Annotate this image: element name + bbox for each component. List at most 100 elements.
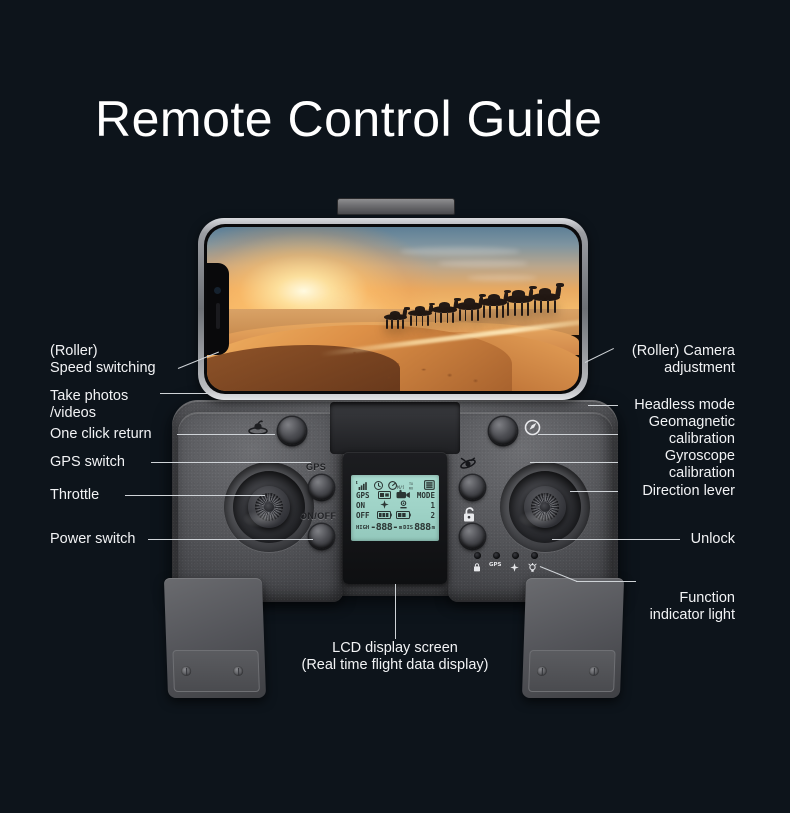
lcd-row: ON 1 xyxy=(356,500,435,512)
lcd-row: GPS MODE xyxy=(356,490,435,502)
lcd-cell: 1 xyxy=(430,501,435,510)
camel xyxy=(383,307,410,329)
cloud xyxy=(400,246,521,256)
joystick-cap[interactable] xyxy=(248,486,290,528)
svg-text:M/S: M/S xyxy=(397,485,404,490)
right-joystick[interactable] xyxy=(500,462,590,552)
joystick-cap[interactable] xyxy=(524,486,566,528)
height-label: HIGH xyxy=(356,524,370,531)
cloud xyxy=(467,274,538,281)
label-one-click-return: One click return xyxy=(50,426,152,442)
svg-text:RX: RX xyxy=(409,486,414,490)
leader-geomagnetic xyxy=(538,434,618,435)
gps-icon: GPS xyxy=(489,562,502,568)
leader-throttle xyxy=(125,495,265,496)
leader-lcd-display xyxy=(395,584,396,639)
earpiece-speaker xyxy=(216,303,220,329)
led-compass xyxy=(512,552,519,559)
leader-unlock xyxy=(552,539,680,540)
label-speed-switching: (Roller) Speed switching xyxy=(50,343,156,376)
led-light xyxy=(531,552,538,559)
label-take-photos: Take photos /videos xyxy=(50,388,129,421)
label-lcd-display: LCD display screen (Real time flight dat… xyxy=(301,640,489,673)
unlock-button[interactable] xyxy=(460,524,485,549)
leader-function-indicator-b xyxy=(576,581,636,582)
leader-gps-switch xyxy=(151,462,311,463)
camel xyxy=(504,285,537,316)
phone-cradle xyxy=(330,402,460,454)
led-gps xyxy=(493,552,500,559)
gps-sat-icon xyxy=(394,500,413,512)
label-camera-adjustment: (Roller) Camera adjustment xyxy=(631,343,735,376)
lcd-row: OFF 2 xyxy=(356,510,435,522)
page-title: Remote Control Guide xyxy=(95,91,603,147)
compass-icon xyxy=(510,563,519,574)
distance-unit: m xyxy=(431,524,435,531)
height-value: -888- xyxy=(370,522,398,533)
label-function-indicator: Function indicator light xyxy=(649,590,735,623)
light-bulb-icon xyxy=(528,562,537,575)
gps-button-label: GPS xyxy=(306,462,327,472)
battery-rc-icon xyxy=(375,510,394,522)
gyroscope-icon xyxy=(458,455,478,477)
lcd-bottom-row: HIGH -888- m DIS 888 m xyxy=(356,522,435,533)
gps-switch-button[interactable] xyxy=(309,475,334,500)
headless-mode-icon xyxy=(524,419,541,441)
speed-icon: M/S xyxy=(388,475,406,494)
screw xyxy=(180,666,192,676)
power-switch-button[interactable] xyxy=(309,524,334,549)
power-button-label: ON/OFF xyxy=(300,511,337,521)
label-power-switch: Power switch xyxy=(50,531,136,547)
leader-take-photos xyxy=(160,393,208,394)
camel xyxy=(530,283,564,314)
left-joystick[interactable] xyxy=(224,462,314,552)
label-direction-lever: Direction lever xyxy=(642,483,735,499)
joystick-knurl xyxy=(531,493,559,521)
label-headless-mode: Headless mode xyxy=(634,397,735,413)
label-gyroscope-calibration: Gyroscope calibration xyxy=(664,448,735,481)
camel xyxy=(432,297,461,323)
phone-bezel xyxy=(204,224,582,394)
lcd-cell: MODE xyxy=(416,491,435,500)
battery-icon xyxy=(424,475,435,494)
front-camera-icon xyxy=(214,287,221,294)
distance-label: DIS xyxy=(403,524,414,531)
height-unit: m xyxy=(398,524,403,531)
phone-holder-clamp[interactable] xyxy=(337,198,455,215)
joystick-gloss xyxy=(518,510,558,528)
leader-direction-lever xyxy=(570,491,618,492)
clock-icon xyxy=(374,475,383,494)
lock-icon xyxy=(473,563,481,574)
phone-notch xyxy=(207,263,229,355)
distance-value: 888 xyxy=(414,522,431,533)
camel xyxy=(456,294,486,321)
battery-drone-icon xyxy=(394,510,413,522)
leader-power-switch xyxy=(148,539,313,540)
leader-one-click-return xyxy=(177,434,275,435)
screw xyxy=(232,666,244,676)
lcd-cell: OFF xyxy=(356,511,370,520)
one-click-return-button[interactable] xyxy=(278,417,306,445)
led-lock xyxy=(474,552,481,559)
sd-card-icon xyxy=(375,490,394,502)
camera-icon xyxy=(394,490,413,502)
return-home-icon xyxy=(247,418,269,441)
label-throttle: Throttle xyxy=(50,487,100,503)
camel xyxy=(407,302,436,326)
padlock-unlock-icon xyxy=(462,506,477,528)
joystick-knurl xyxy=(255,493,283,521)
lcd-cell: GPS xyxy=(356,491,370,500)
label-gps-switch: GPS switch xyxy=(50,454,125,470)
controller-leg-left xyxy=(163,578,267,698)
phone-screen[interactable] xyxy=(207,227,579,391)
label-unlock: Unlock xyxy=(690,531,735,547)
headless-mode-button[interactable] xyxy=(489,417,517,445)
mounted-phone xyxy=(198,218,588,400)
label-geomagnetic-calibration: Geomagnetic calibration xyxy=(648,414,735,447)
gyroscope-calibration-button[interactable] xyxy=(460,475,485,500)
